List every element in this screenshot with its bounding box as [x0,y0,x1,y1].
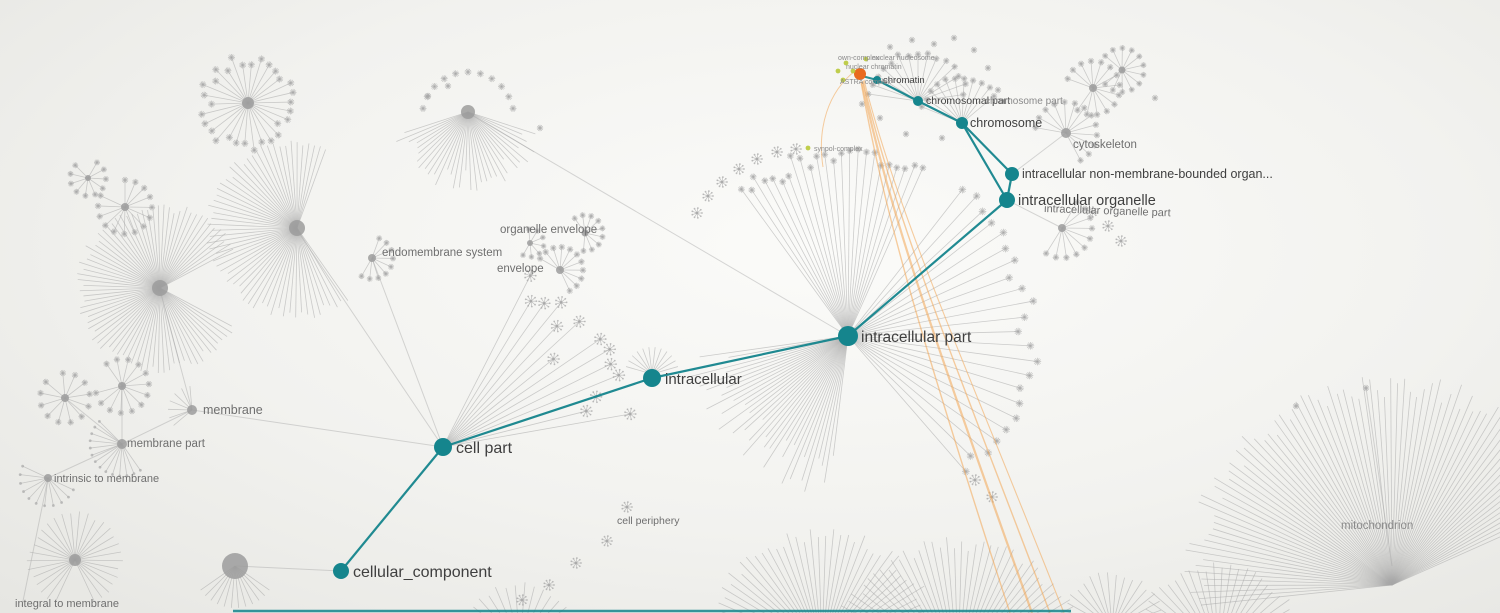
fan-cluster [67,159,109,199]
node-label-intracellular-organelle[interactable]: intracellular organelle [1018,193,1156,209]
node-intracellular-non-membrane-bounded-organelle[interactable]: intracellular non-membrane-bounded organ… [1005,167,1273,181]
gray-edges [21,113,1393,607]
term-label: own-complex [838,55,880,62]
node-label-chromosome[interactable]: chromosome [970,116,1042,130]
fan-cluster [847,185,1042,476]
fan-cluster [1064,57,1124,118]
node-circle-intracellular-organelle[interactable] [999,192,1015,208]
orange-association-edges [820,70,1065,613]
fan-cluster [200,553,270,608]
term-label: endomembrane system [382,247,502,259]
term-label: membrane [203,403,263,417]
fan-cluster [88,419,142,478]
fan-cluster [92,356,153,417]
teal-path-edges [233,75,1071,613]
node-label-chromosomal-part[interactable]: chromosomal part [926,95,1010,107]
node-label-intracellular-part[interactable]: intracellular part [861,329,972,346]
node-intracellular-part[interactable]: intracellular part [838,326,972,346]
fan-cluster [1032,98,1101,164]
term-label: cell periphery [617,515,680,527]
fan-cluster [737,145,927,337]
fan-cluster [94,176,156,238]
node-label-intracellular[interactable]: intracellular [665,371,742,388]
term-label: intracellular organelle part [1044,203,1171,219]
complex-dots [805,56,869,151]
node-circle-cellular-component[interactable] [333,563,349,579]
node-label-intracellular-non-membrane-bounded-organelle[interactable]: intracellular non-membrane-bounded organ… [1022,167,1273,181]
fan-cluster [198,53,297,154]
fan-cluster [77,204,234,374]
term-label: ASTRA complex [840,79,891,86]
node-chromosome[interactable]: chromosome [956,116,1042,130]
node-chromosomal-part[interactable]: chromosomal part [913,95,1010,107]
term-label: integral to membrane [15,598,119,610]
fan-cluster [718,529,926,613]
fan-cluster [358,235,396,282]
fan-cluster [26,511,123,603]
term-label: organelle envelope [500,224,597,236]
term-label: membrane part [127,438,206,450]
node-label-cell-part[interactable]: cell part [456,440,513,457]
node-circle-chromatin[interactable] [873,76,881,84]
fan-cluster [442,269,637,448]
fan-cluster [571,212,606,254]
node-circle-cell-part[interactable] [434,438,452,456]
fan-cluster [689,335,849,492]
term-label: mitochondrion [1341,520,1413,532]
node-circle-intracellular[interactable] [643,369,661,387]
fan-cluster [1145,562,1290,613]
node-nucleosome-node[interactable] [854,68,866,80]
fan-cluster [1042,198,1096,261]
node-circle-chromosomal-part[interactable] [913,96,923,106]
fan-cluster [1184,377,1500,606]
fan-cluster [18,464,75,508]
fan-cluster [167,386,197,426]
fan-cluster [206,140,349,318]
node-intracellular[interactable]: intracellular [643,369,742,388]
term-label: synpol-complex [814,146,863,153]
term-label: nuclear chromatin [846,64,902,71]
node-chromatin[interactable]: chromatin [873,75,925,86]
node-intracellular-organelle[interactable]: intracellular organelle [999,192,1156,209]
fan-cluster [473,582,567,613]
node-circle-intracellular-non-membrane-bounded-organelle[interactable] [1005,167,1019,181]
fan-cluster [1102,45,1147,95]
fan-cluster [37,369,93,426]
term-label: nuclear nucleosome [872,55,935,62]
term-label: intrinsic to membrane [54,473,159,485]
fan-cluster [918,75,998,124]
term-label: envelope [497,263,544,275]
node-cell-part[interactable]: cell part [434,438,513,457]
node-label-chromatin[interactable]: chromatin [883,75,925,86]
node-circle-intracellular-part[interactable] [838,326,858,346]
term-label: chromosome part [985,96,1063,107]
fan-cluster [840,537,1074,613]
node-circle-chromosome[interactable] [956,117,968,129]
node-label-cellular-component[interactable]: cellular_component [353,564,492,581]
term-label: cytoskeleton [1073,139,1137,151]
fan-cluster [396,105,536,191]
fan-cluster [1061,572,1162,613]
fan-cluster [536,243,587,295]
fan-cluster [520,226,547,260]
term-glyphs [424,34,1370,606]
node-cellular-component[interactable]: cellular_component [333,563,492,581]
